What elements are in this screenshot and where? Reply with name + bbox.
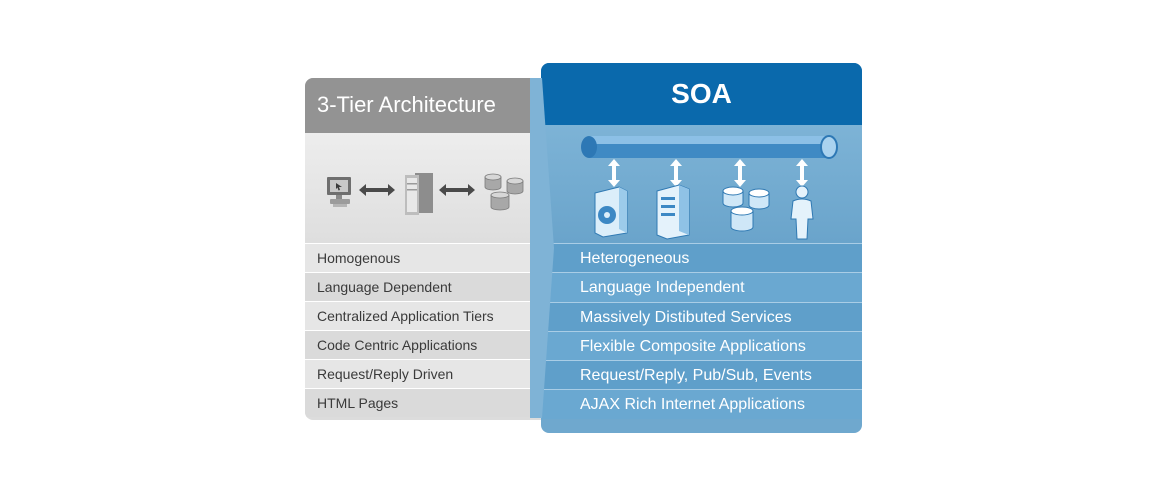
soa-header: SOA bbox=[541, 63, 862, 125]
double-arrow-icon bbox=[359, 184, 395, 196]
vertical-arrow-icon bbox=[796, 159, 808, 187]
three-tier-row: Code Centric Applications bbox=[305, 330, 565, 359]
server-icon bbox=[656, 184, 690, 240]
soa-list: Heterogeneous Language Independent Massi… bbox=[541, 243, 862, 419]
soa-illustration bbox=[541, 125, 862, 243]
soa-row: AJAX Rich Internet Applications bbox=[541, 389, 862, 419]
database-icon bbox=[722, 186, 770, 232]
service-bus-pipe-icon bbox=[581, 135, 838, 159]
three-tier-illustration bbox=[305, 133, 565, 243]
vertical-arrow-icon bbox=[670, 159, 682, 187]
soa-row: Language Independent bbox=[541, 272, 862, 302]
three-tier-panel: 3-Tier Architecture bbox=[305, 78, 565, 420]
double-arrow-icon bbox=[439, 184, 475, 196]
soa-row: Massively Distibuted Services bbox=[541, 301, 862, 331]
three-tier-row: HTML Pages bbox=[305, 388, 565, 417]
vertical-arrow-icon bbox=[734, 159, 746, 187]
database-icon bbox=[484, 173, 524, 211]
vertical-arrow-icon bbox=[608, 159, 620, 187]
media-device-icon bbox=[594, 186, 628, 238]
computer-icon bbox=[327, 177, 351, 207]
three-tier-header: 3-Tier Architecture bbox=[305, 78, 565, 133]
transition-chevron bbox=[530, 78, 554, 418]
soa-panel: SOA bbox=[541, 63, 862, 433]
three-tier-row: Centralized Application Tiers bbox=[305, 301, 565, 330]
soa-title: SOA bbox=[671, 78, 732, 109]
soa-row: Request/Reply, Pub/Sub, Events bbox=[541, 360, 862, 390]
three-tier-row: Request/Reply Driven bbox=[305, 359, 565, 388]
soa-row: Heterogeneous bbox=[541, 243, 862, 273]
three-tier-list: Homogenous Language Dependent Centralize… bbox=[305, 243, 565, 417]
three-tier-title: 3-Tier Architecture bbox=[317, 92, 496, 117]
soa-row: Flexible Composite Applications bbox=[541, 330, 862, 361]
three-tier-row: Language Dependent bbox=[305, 272, 565, 301]
user-icon bbox=[790, 185, 814, 240]
server-icon bbox=[405, 173, 433, 215]
three-tier-row: Homogenous bbox=[305, 243, 565, 272]
